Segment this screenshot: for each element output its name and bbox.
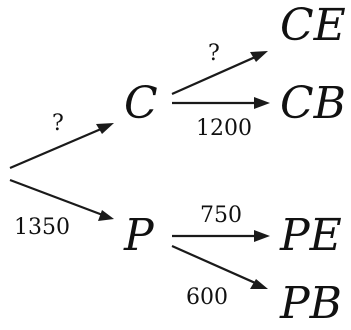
- node-pb: PB: [279, 278, 342, 329]
- edge-p-pb: [171, 244, 263, 288]
- edge-root-c: [9, 124, 109, 170]
- edge-p-pb-arrowhead: [250, 279, 268, 289]
- node-c: C: [124, 78, 158, 129]
- edge-c-ce: [171, 52, 263, 96]
- node-pe: PE: [279, 210, 342, 261]
- label-p-pe: 750: [200, 203, 242, 228]
- label-root-c: ?: [52, 111, 64, 136]
- nodes: C P CE CB PE PB: [123, 0, 346, 329]
- node-cb: CB: [280, 78, 346, 129]
- edge-labels: ? 1350 ? 1200 750 600: [14, 41, 252, 310]
- edge-root-p-arrowhead: [98, 210, 114, 221]
- node-ce: CE: [280, 0, 346, 51]
- edge-c-ce-arrowhead: [250, 51, 268, 62]
- label-root-p: 1350: [14, 215, 70, 240]
- edge-root-p: [9, 178, 109, 219]
- edges: [9, 51, 270, 289]
- label-c-cb: 1200: [196, 116, 252, 141]
- edge-c-cb-arrowhead: [254, 97, 270, 109]
- edge-root-c-arrowhead: [96, 123, 114, 134]
- label-p-pb: 600: [186, 285, 228, 310]
- label-c-ce: ?: [208, 41, 220, 66]
- edge-p-pe-arrowhead: [254, 230, 270, 242]
- node-p: P: [123, 210, 155, 261]
